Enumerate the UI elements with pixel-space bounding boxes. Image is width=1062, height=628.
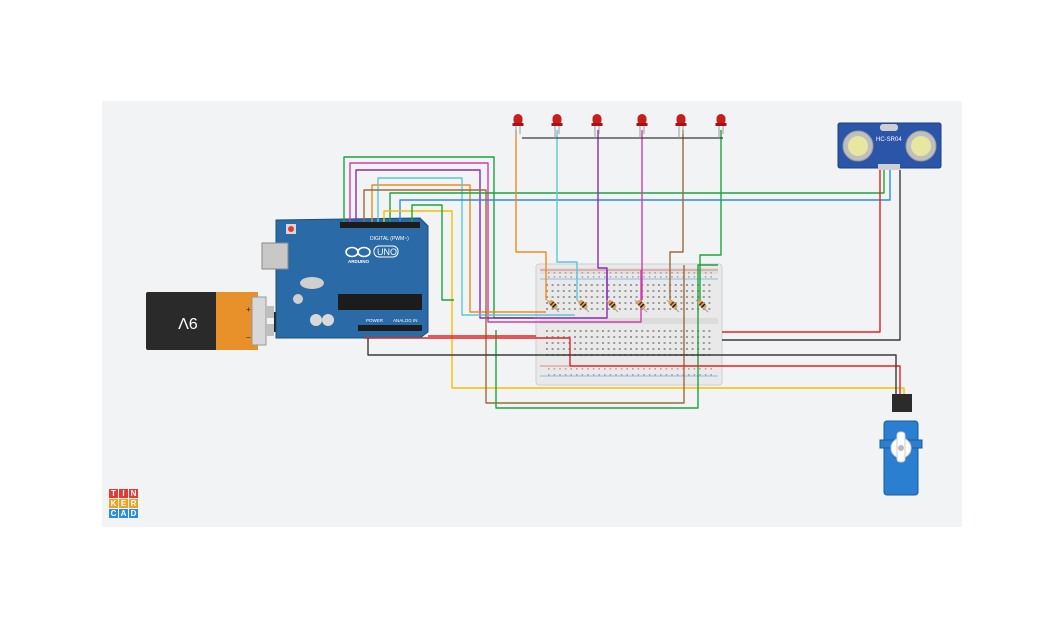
battery-9v[interactable]: 9V + − — [146, 292, 298, 350]
wire-brown-servo — [363, 189, 685, 404]
reset-icon — [288, 226, 294, 232]
logo-letter: D — [131, 509, 137, 518]
logo-cell — [119, 509, 128, 518]
servo-motor[interactable] — [879, 394, 923, 496]
capacitor-icon — [293, 294, 303, 304]
arduino-uno-board[interactable]: DIGITAL (PWM~) POWER ANALOG IN ARDUINO U… — [261, 217, 429, 339]
sensor-pins — [878, 164, 900, 170]
wire-purple-led — [597, 130, 608, 300]
arduino-brand: ARDUINO — [348, 259, 369, 264]
resistor-icon[interactable] — [546, 299, 560, 313]
wires — [343, 130, 905, 409]
led-icon[interactable] — [715, 114, 727, 138]
logo-letter: A — [121, 509, 127, 518]
servo-connector — [892, 394, 912, 412]
logo-cell — [129, 489, 138, 498]
logo-letter: R — [131, 499, 137, 508]
logo-letter: N — [131, 489, 137, 498]
wire-green-sensor — [389, 170, 885, 222]
wire-magenta — [349, 162, 642, 323]
led-icon[interactable] — [591, 114, 603, 138]
arduino-infinity-logo-icon — [345, 246, 371, 258]
led-row — [512, 114, 727, 138]
logo-cell — [109, 509, 118, 518]
resistor-icon[interactable] — [576, 299, 590, 313]
digital-header — [340, 222, 420, 228]
power-analog-header — [358, 325, 422, 331]
logo-letter: C — [111, 509, 117, 518]
battery-minus: − — [246, 333, 251, 342]
wire-red-sensor — [722, 170, 881, 333]
resistor-row — [546, 299, 709, 313]
logo-letter: E — [121, 499, 127, 508]
power-label: POWER — [366, 318, 384, 323]
battery-label: 9V — [178, 314, 198, 331]
wire-green-loop — [495, 264, 718, 409]
wire-cyan-led — [556, 130, 578, 300]
ultrasonic-sensor[interactable]: HC-SR04 — [837, 122, 942, 170]
analog-label: ANALOG IN — [393, 318, 418, 323]
resistor-icon[interactable] — [605, 299, 619, 313]
wire-orange-header — [371, 184, 546, 313]
logo-letter: I — [122, 489, 124, 498]
uno-label: UNO — [377, 247, 397, 257]
capacitor-icon — [310, 314, 322, 326]
uno-badge — [373, 245, 399, 258]
logo-cell — [109, 499, 118, 508]
usb-port — [261, 242, 289, 270]
logo-cell — [129, 509, 138, 518]
led-icon[interactable] — [512, 114, 524, 138]
wire-orange-led — [515, 130, 547, 300]
wire-black-sensor — [722, 170, 901, 341]
logo-cell — [119, 499, 128, 508]
logo-cell — [109, 489, 118, 498]
led-icon[interactable] — [551, 114, 563, 138]
capacitor-icon — [322, 314, 334, 326]
digital-header-label: DIGITAL (PWM~) — [370, 236, 409, 242]
wire-black-ground — [367, 338, 897, 402]
microcontroller-chip — [338, 294, 422, 310]
wire-red-power — [364, 337, 901, 402]
logo-letter: T — [111, 489, 116, 498]
breadboard[interactable] — [535, 263, 723, 386]
wire-brown-led — [669, 130, 684, 300]
wire-cyan-header — [377, 177, 575, 316]
crystal — [300, 277, 324, 289]
led-icon[interactable] — [675, 114, 687, 138]
logo-cell — [119, 489, 128, 498]
wire-green-led — [699, 130, 722, 300]
resistor-icon[interactable] — [695, 299, 709, 313]
battery-plus: + — [246, 305, 251, 314]
wire-purple — [355, 169, 608, 319]
logo-letter: K — [111, 499, 117, 508]
logo-cell — [129, 499, 138, 508]
wire-green-bottom — [411, 204, 454, 301]
sensor-label: HC-SR04 — [876, 137, 902, 143]
led-icon[interactable] — [636, 114, 648, 138]
resistor-icon[interactable] — [666, 299, 680, 313]
resistor-icon[interactable] — [634, 299, 648, 313]
